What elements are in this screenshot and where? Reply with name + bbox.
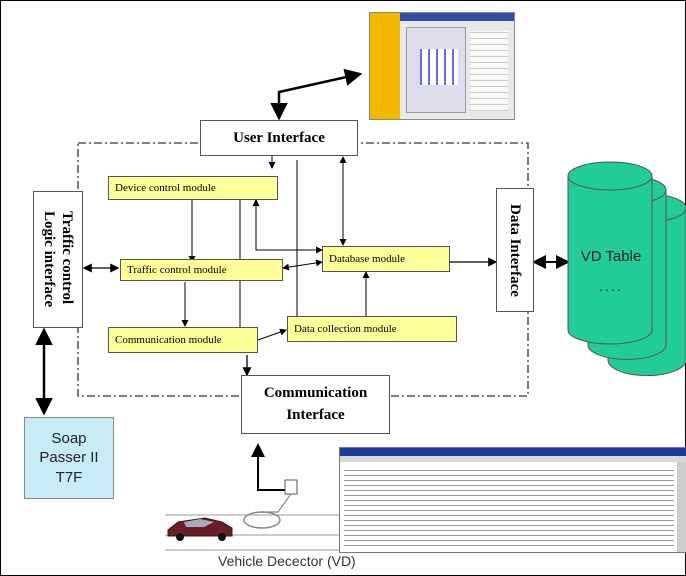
vd-table-cylinders <box>567 161 686 377</box>
traffic-control-module: Traffic control module <box>120 259 283 281</box>
edge-comm-collect <box>257 328 287 341</box>
vd-table-dots: .... <box>599 278 623 294</box>
vehicle-detector-caption: Vehicle Decector (VD) <box>218 553 356 569</box>
app-grid <box>420 49 458 85</box>
user-interface-label: User Interface <box>233 129 325 146</box>
vd-sensor-icon <box>284 479 298 495</box>
user-interface-box: User Interface <box>200 120 358 156</box>
app-screenshot-thumbnail <box>369 12 515 120</box>
app-titlebar <box>400 13 514 21</box>
app-sidebar <box>370 13 400 119</box>
database-module: Database module <box>322 246 450 272</box>
loop-detector-icon <box>243 511 281 529</box>
edge-device-db <box>252 199 323 254</box>
data-interface-label: Data Interface <box>507 203 523 297</box>
data-collection-module: Data collection module <box>287 316 457 342</box>
communication-module: Communication module <box>108 327 258 353</box>
arrow-ui-app <box>270 68 363 121</box>
soap-passer-box: Soap Passer II T7F <box>24 417 114 499</box>
traffic-logic-interface-label: Traffic control Logic interface <box>41 211 75 308</box>
edge-traffic-db <box>282 259 323 271</box>
log-menubar <box>340 456 686 462</box>
car-icon <box>167 517 233 541</box>
communication-interface-box: Communication Interface <box>241 375 390 434</box>
traffic-logic-interface-box: Traffic control Logic interface <box>33 191 83 328</box>
app-table <box>470 31 508 111</box>
vd-log-screenshot <box>339 447 686 553</box>
device-control-module: Device control module <box>108 176 278 200</box>
vd-table-label: VD Table <box>580 248 642 265</box>
log-titlebar <box>340 448 686 456</box>
log-scrollbar <box>677 462 686 552</box>
log-content <box>344 466 674 546</box>
data-interface-box: Data Interface <box>496 188 534 312</box>
